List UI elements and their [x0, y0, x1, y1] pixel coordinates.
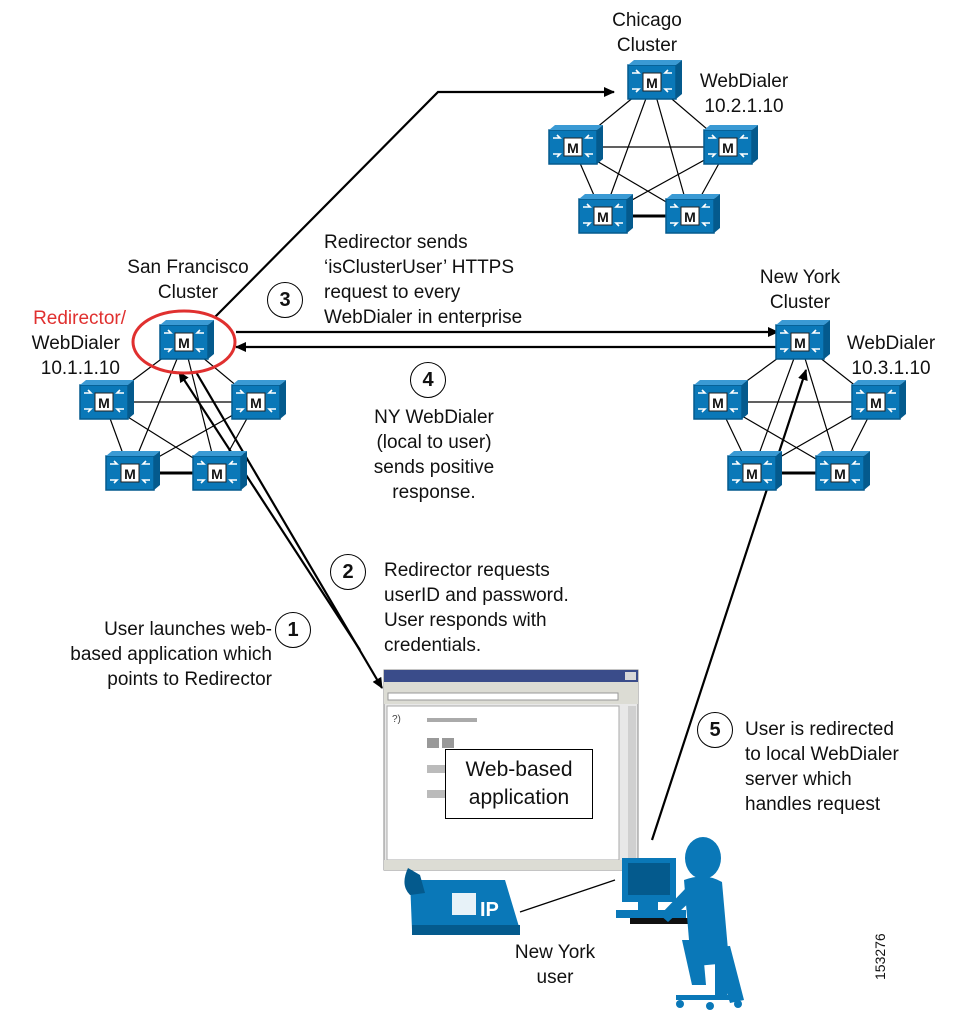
step-1-badge: 1: [275, 612, 311, 648]
svg-text:M: M: [124, 466, 136, 482]
svg-text:M: M: [794, 335, 806, 351]
server-devices: M M M M M M M M M M M M M M M: [79, 60, 906, 491]
ny-server-icon: M: [815, 451, 870, 491]
chicago-webdialer-label: WebDialer 10.2.1.10: [699, 71, 789, 117]
svg-text:M: M: [746, 466, 758, 482]
figure-number: 153276: [872, 933, 888, 980]
sf-server-icon: M: [105, 451, 160, 491]
svg-text:M: M: [178, 335, 190, 351]
phone-cable: [519, 879, 616, 913]
step-5-badge: 5: [697, 712, 733, 748]
chicago-server-icon: M: [627, 60, 682, 100]
svg-text:M: M: [722, 140, 734, 156]
svg-text:M: M: [211, 466, 223, 482]
step-2-badge: 2: [330, 554, 366, 590]
redirector-label: Redirector/: [33, 308, 126, 329]
ny-cluster-label: New York Cluster: [759, 267, 841, 313]
sf-server-icon: M: [159, 320, 214, 360]
sf-cluster-label: San Francisco Cluster: [127, 257, 249, 303]
svg-text:M: M: [597, 209, 609, 225]
step-4-badge: 4: [410, 362, 446, 398]
sf-server-icon: M: [231, 380, 286, 420]
step-3-badge: 3: [267, 282, 303, 318]
chicago-server-icon: M: [548, 125, 603, 165]
chicago-server-icon: M: [578, 194, 633, 234]
web-app-label-box: Web-based application: [445, 749, 593, 819]
step-5-text: User is redirected to local WebDialer se…: [745, 719, 899, 815]
phone-ip-badge: IP: [480, 899, 499, 921]
svg-text:M: M: [870, 395, 882, 411]
svg-text:M: M: [646, 75, 658, 91]
svg-text:M: M: [834, 466, 846, 482]
flow-arrows: [178, 87, 808, 841]
sf-server-icon: M: [79, 380, 134, 420]
chicago-server-icon: M: [665, 194, 720, 234]
svg-text:?): ?): [392, 714, 401, 725]
chicago-server-icon: M: [703, 125, 758, 165]
svg-text:M: M: [684, 209, 696, 225]
arrow-redirect-user: [650, 369, 808, 841]
arrow-to-chicago: [214, 87, 615, 318]
ip-phone-icon: IP: [404, 868, 520, 935]
step-2-text: Redirector requests userID and password.…: [384, 560, 569, 656]
ny-server-icon: M: [693, 380, 748, 420]
ny-server-icon: M: [775, 320, 830, 360]
ny-server-icon: M: [851, 380, 906, 420]
svg-text:M: M: [250, 395, 262, 411]
chicago-mesh-link: [602, 81, 653, 217]
redirector-highlight-ring: [131, 309, 237, 375]
step-4-text: NY WebDialer (local to user) sends posit…: [373, 407, 495, 503]
step-3-text: Redirector sends ‘isClusterUser’ HTTPS r…: [324, 232, 523, 328]
ny-webdialer-label: WebDialer 10.3.1.10: [846, 333, 936, 379]
svg-text:M: M: [567, 140, 579, 156]
ny-server-icon: M: [727, 451, 782, 491]
step-1-text: User launches web- based application whi…: [70, 619, 272, 690]
sf-webdialer-label: WebDialer 10.1.1.10: [31, 333, 120, 379]
chicago-cluster-label: Chicago Cluster: [612, 10, 682, 56]
svg-text:M: M: [712, 395, 724, 411]
arrow-request-credentials: [178, 371, 361, 651]
computer-icon: [616, 858, 690, 924]
arrow-launch-app: [195, 371, 383, 689]
user-person-icon: [660, 837, 744, 1010]
svg-text:M: M: [98, 395, 110, 411]
chicago-mesh-link: [651, 81, 691, 217]
ny-user-label: New York user: [514, 942, 596, 988]
sf-server-icon: M: [192, 451, 247, 491]
